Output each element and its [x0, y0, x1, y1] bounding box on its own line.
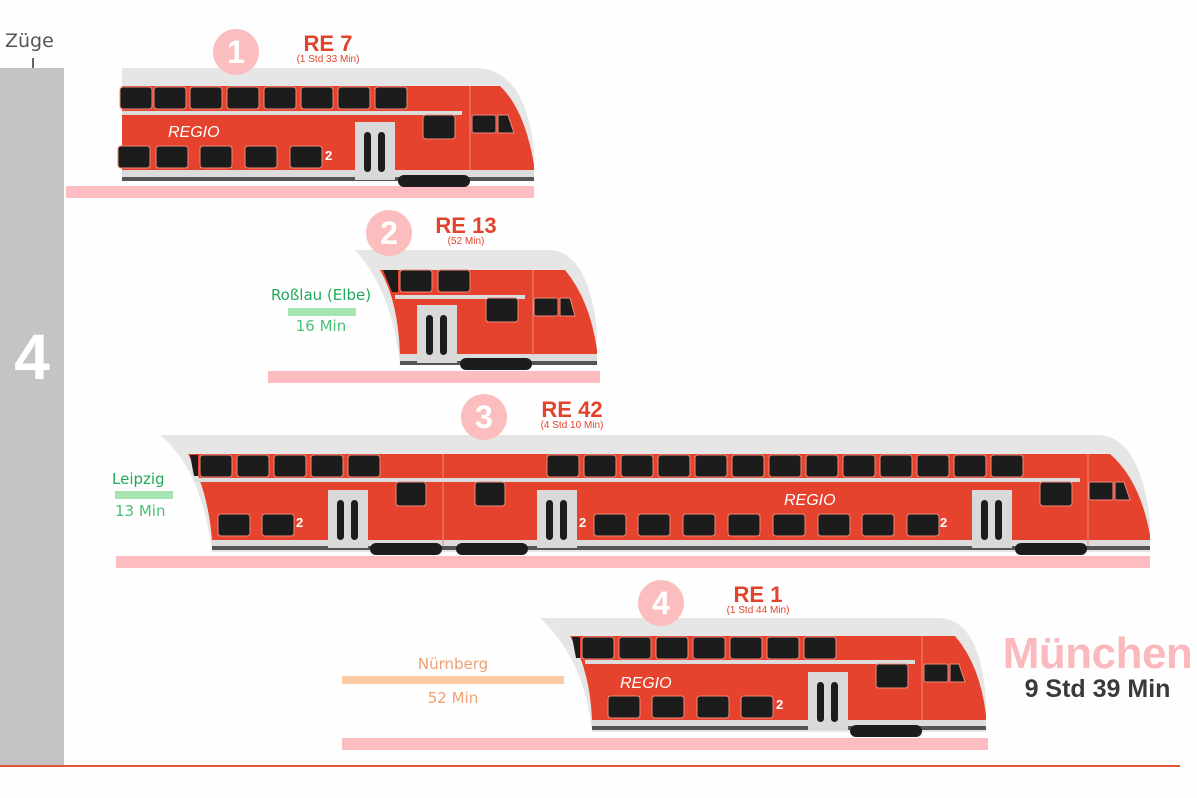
svg-text:2: 2 [776, 697, 783, 712]
train-2 [268, 250, 600, 383]
train-1-badge: 1 [213, 29, 259, 75]
platform-1 [66, 186, 534, 198]
route-name: RE 42 [541, 397, 603, 422]
route-duration: (52 Min) [447, 236, 485, 247]
transfer-wait: 13 Min [115, 502, 166, 520]
axis-label: Züge [5, 30, 54, 52]
train-2-route: RE 13 (52 Min) [420, 215, 512, 247]
route-duration: (1 Std 33 Min) [296, 54, 360, 65]
train-4-route: RE 1 (1 Std 44 Min) [706, 584, 810, 616]
svg-text:2: 2 [296, 515, 303, 530]
svg-text:REGIO: REGIO [620, 675, 672, 692]
svg-text:2: 2 [325, 148, 332, 163]
transfer-station: Leipzig [112, 470, 165, 488]
train-count-value: 4 [14, 321, 50, 393]
train-4: REGIO 2 [342, 618, 988, 750]
route-duration: (4 Std 10 Min) [540, 420, 604, 431]
route-name: RE 1 [733, 582, 783, 607]
route-name: RE 7 [303, 31, 353, 56]
train-count-bar [0, 68, 64, 766]
transfer-wait: 16 Min [295, 317, 347, 335]
train-3: 2 2 2 REGIO [116, 435, 1150, 568]
destination-city: München [1002, 629, 1193, 678]
total-travel-time: 9 Std 39 Min [1024, 675, 1171, 703]
train-3-route: RE 42 (4 Std 10 Min) [520, 399, 624, 431]
transfer-nuernberg: Nürnberg 52 Min [342, 655, 564, 707]
transfer-rosslau: Roßlau (Elbe) 16 Min [262, 286, 380, 335]
baseline [0, 765, 1180, 767]
train-3-badge: 3 [461, 394, 507, 440]
transfer-leipzig: Leipzig 13 Min [112, 470, 176, 520]
route-duration: (1 Std 44 Min) [726, 605, 790, 616]
route-name: RE 13 [435, 213, 497, 238]
svg-text:2: 2 [940, 515, 947, 530]
transfer-wait: 52 Min [427, 689, 479, 707]
transfer-station: Roßlau (Elbe) [270, 286, 372, 304]
train-4-badge: 4 [638, 580, 684, 626]
transfer-wait-bar [342, 676, 564, 684]
svg-text:REGIO: REGIO [784, 492, 836, 509]
train-1: REGIO 2 [66, 68, 534, 198]
transfer-station: Nürnberg [417, 655, 489, 673]
svg-text:2: 2 [579, 515, 586, 530]
destination: München 9 Std 39 Min [998, 629, 1197, 703]
train-2-badge: 2 [366, 210, 412, 256]
transfer-wait-bar [115, 491, 173, 499]
train-1-route: RE 7 (1 Std 33 Min) [280, 33, 376, 65]
svg-text:REGIO: REGIO [168, 124, 220, 141]
transfer-wait-bar [288, 308, 356, 316]
